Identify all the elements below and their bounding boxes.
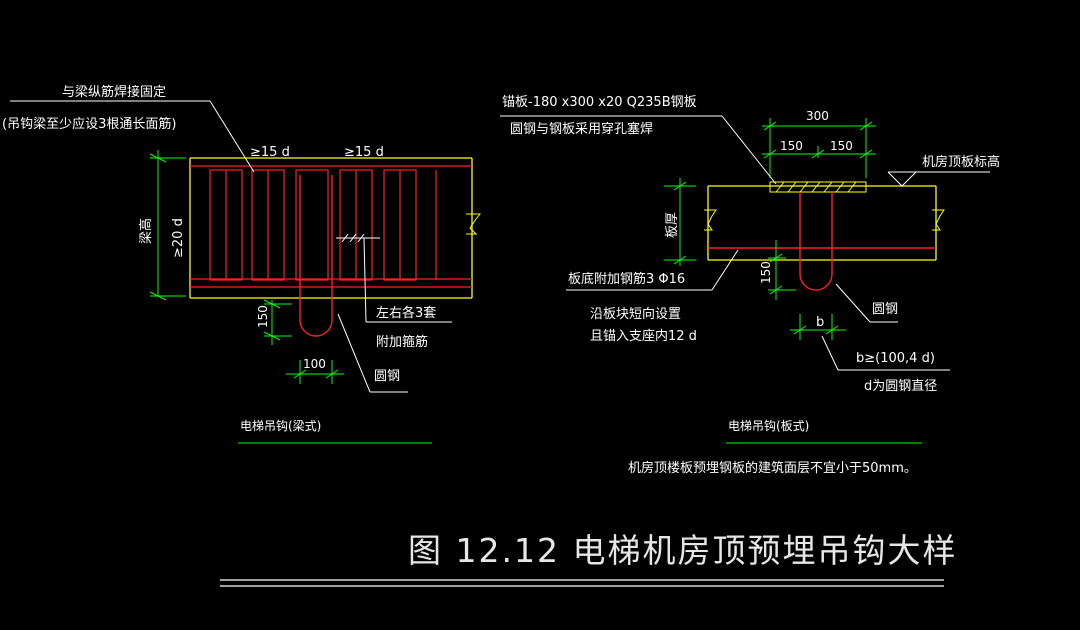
break-mark-left xyxy=(704,209,717,231)
b-formula: b≥(100,4 d) xyxy=(856,351,935,366)
bottom-rebar-note: 板底附加钢筋3 Φ16 xyxy=(568,271,685,287)
slab-thickness-label: 板厚 xyxy=(665,212,680,238)
plate-hatch xyxy=(775,181,857,193)
leader-lines xyxy=(10,100,452,393)
d-definition-note: d为圆钢直径 xyxy=(864,379,937,394)
slab-outline xyxy=(707,185,937,261)
anchor-plate-note: 锚板-180 x300 x20 Q235B钢板 xyxy=(502,95,697,110)
beam-hook-detail: 与梁纵筋焊接固定 (吊钩梁至少应设3根通长面筋) ≥15 d ≥15 d 梁高 … xyxy=(2,84,482,444)
longitudinal-rebars xyxy=(190,165,472,288)
hook-bar xyxy=(299,175,333,337)
short-direction-note: 沿板块短向设置 xyxy=(590,306,681,322)
stirrups xyxy=(209,169,437,281)
slab-round-steel-label: 圆钢 xyxy=(872,302,898,317)
lap-length-left: ≥15 d xyxy=(250,145,290,160)
b-dimension-label: b xyxy=(816,315,824,330)
beam-outline xyxy=(189,157,473,299)
elevation-marker xyxy=(887,171,918,187)
beam-height-label: 梁高 xyxy=(138,218,154,244)
anchorage-note: 且锚入支座内12 d xyxy=(590,328,697,344)
round-steel-label: 圆钢 xyxy=(374,369,400,384)
caption-slab-type: 电梯吊钩(板式) xyxy=(728,419,809,433)
plug-weld-note: 圆钢与钢板采用穿孔塞焊 xyxy=(510,121,653,137)
slab-hook-bar xyxy=(799,192,833,291)
stirrup-note-2: 附加箍筋 xyxy=(376,334,428,350)
slab-leader-lines xyxy=(500,115,950,371)
dimension-lines xyxy=(149,150,432,444)
stirrup-note-1: 左右各3套 xyxy=(376,305,436,321)
dim-150-slab: 150 xyxy=(759,261,773,284)
slab-dimension-lines xyxy=(664,118,922,444)
caption-beam-type: 电梯吊钩(梁式) xyxy=(240,418,321,433)
dim-100: 100 xyxy=(303,357,326,371)
anchor-plate xyxy=(769,181,867,193)
weld-note: 与梁纵筋焊接固定 xyxy=(62,84,166,100)
roof-elevation-label: 机房顶板标高 xyxy=(922,154,1000,170)
dim-150-a: 150 xyxy=(780,139,803,153)
finish-layer-note: 机房顶楼板预埋钢板的建筑面层不宜小于50mm。 xyxy=(628,460,917,476)
dim-150-b: 150 xyxy=(830,139,853,153)
slab-hook-detail: 锚板-180 x300 x20 Q235B钢板 圆钢与钢板采用穿孔塞焊 300 … xyxy=(500,95,1000,476)
break-mark-right xyxy=(932,209,945,231)
top-bar-note: (吊钩梁至少应设3根通长面筋) xyxy=(2,116,176,132)
dim-300: 300 xyxy=(806,109,829,123)
figure-title: 图 12.12 电梯机房顶预埋吊钩大样 xyxy=(408,531,957,570)
break-mark xyxy=(466,213,482,235)
beam-height-value: ≥20 d xyxy=(171,218,186,258)
dim-150-vertical: 150 xyxy=(256,305,270,328)
lap-length-right: ≥15 d xyxy=(344,145,384,160)
